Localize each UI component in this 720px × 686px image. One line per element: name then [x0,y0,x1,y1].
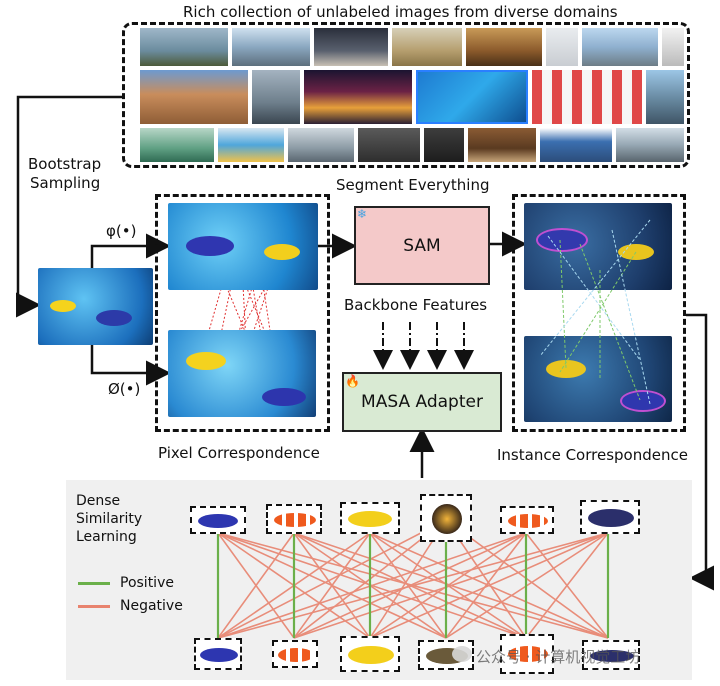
instance-correspondence-box [512,194,686,432]
collection-image [616,128,684,162]
masa-adapter-block: MASA Adapter [342,372,502,432]
collection-image [662,28,684,66]
collection-image [392,28,462,66]
masa-adapter-label: MASA Adapter [361,392,483,412]
sam-block: SAM [354,206,490,285]
collection-image [358,128,420,162]
collection-image [304,70,412,124]
query-instance [190,506,246,534]
query-instance [420,494,472,542]
collection-image [646,70,684,124]
collection-image [468,128,536,162]
collection-image [416,70,528,124]
pixel-correspondence-label: Pixel Correspondence [158,444,320,462]
dense-label-line3: Learning [76,529,137,545]
watermark-text: 公众号 · 计算机视觉工坊 [476,648,641,666]
query-instance [500,506,554,534]
query-instance [266,504,322,534]
fish-yellow [50,300,76,312]
sam-label: SAM [403,235,441,256]
collection-image [140,70,248,124]
collection-image [232,28,310,66]
instance-correspondence-label: Instance Correspondence [497,446,688,464]
fish-yellow [546,360,586,378]
query-instance [580,500,640,534]
pixel-correspondence-box [155,194,330,432]
fish-blue-tang [262,388,306,406]
fish-blue-tang [186,236,234,256]
phi-label: φ(•) [106,222,137,240]
fish-yellow [264,244,300,260]
bootstrap-label: Bootstrap [28,155,102,173]
snowflake-icon: ❄ [357,207,368,221]
collection-image [582,28,658,66]
image-collection-box [122,22,690,168]
collection-image [466,28,542,66]
key-instance [500,634,554,674]
key-instance [582,640,640,670]
dense-label-line2: Similarity [76,511,143,527]
key-instance [340,636,400,672]
sampling-label: Sampling [30,174,101,192]
collection-image [424,128,464,162]
collection-image [546,28,578,66]
positive-legend-label: Positive [120,575,174,591]
fish-blue-tang [536,228,588,252]
collection-image [252,70,300,124]
backbone-features-label: Backbone Features [344,296,488,314]
collection-image [140,28,228,66]
key-instance [194,638,242,670]
wechat-icon [452,646,472,662]
fish-blue-tang [620,390,666,412]
fire-icon: 🔥 [345,374,360,388]
query-instance [340,502,400,534]
collection-image [532,70,642,124]
collection-image [314,28,388,66]
collection-image [288,128,354,162]
collection-image [218,128,284,162]
fish-yellow [186,352,226,370]
collection-title: Rich collection of unlabeled images from… [183,3,618,21]
collection-image [540,128,612,162]
fish-blue-tang [96,310,132,326]
collection-image [140,128,214,162]
negative-legend-label: Negative [120,598,183,614]
dense-label-line1: Dense [76,493,121,509]
positive-legend-line [78,582,110,585]
phi-alt-label: Ø(•) [108,380,141,398]
segment-everything-label: Segment Everything [336,176,490,194]
negative-legend-line [78,605,110,608]
key-instance [272,640,318,668]
